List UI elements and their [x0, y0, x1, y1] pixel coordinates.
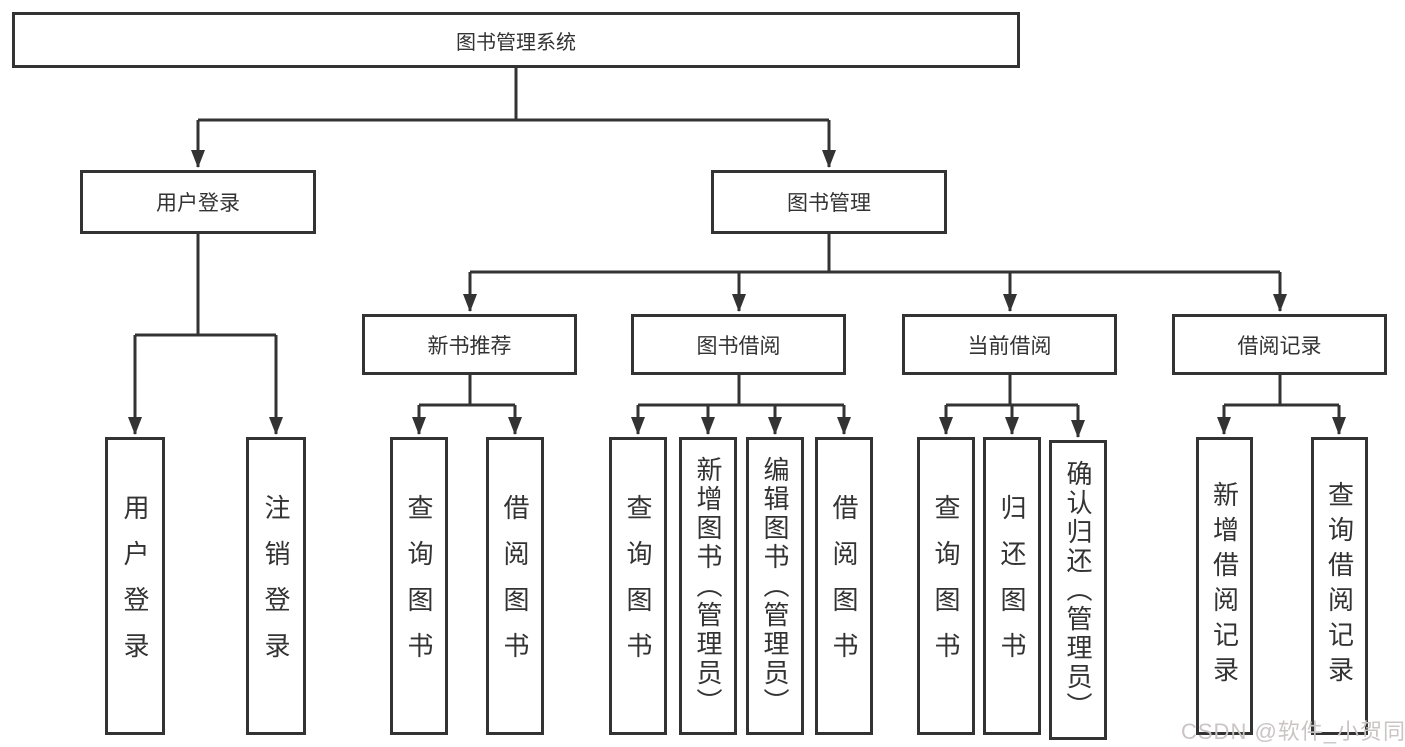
connector-new-book-rec-stem — [419, 375, 515, 407]
connector-borrow-record-stem — [1224, 375, 1339, 407]
connector-book-mgmt-stem — [470, 234, 1280, 274]
leaf-user-login-label: 用户登录 — [120, 494, 150, 678]
node-user-login: 用户登录 — [80, 170, 316, 234]
leaf-br-query-record-label: 查询借阅记录 — [1324, 481, 1355, 691]
leaf-cb-confirm-return-admin-label: 确认归还（管理员） — [1063, 459, 1093, 721]
connector-root-stem — [198, 68, 829, 122]
leaf-bb-edit-books-admin-label: 编辑图书（管理员） — [760, 455, 790, 717]
leaf-bb-query-books: 查询图书 — [609, 437, 667, 735]
node-root-label: 图书管理系统 — [456, 31, 576, 54]
leaf-br-add-record-label: 新增借阅记录 — [1209, 481, 1240, 691]
node-book-borrow: 图书借阅 — [631, 314, 846, 375]
leaf-logout: 注销登录 — [246, 437, 306, 735]
node-borrow-record: 借阅记录 — [1172, 314, 1387, 375]
node-user-login-label: 用户登录 — [156, 192, 240, 215]
node-root: 图书管理系统 — [12, 12, 1020, 68]
leaf-bb-query-books-label: 查询图书 — [623, 494, 653, 678]
leaf-rec-borrow-books: 借阅图书 — [486, 437, 544, 735]
leaf-cb-return-books: 归还图书 — [983, 437, 1041, 735]
csdn-watermark: CSDN @软件_小贺同学 — [1181, 719, 1405, 744]
leaf-rec-query-books: 查询图书 — [390, 437, 448, 735]
node-book-borrow-label: 图书借阅 — [696, 334, 781, 358]
leaf-cb-query-books: 查询图书 — [917, 437, 975, 735]
node-new-book-rec: 新书推荐 — [362, 314, 577, 375]
leaf-bb-borrow-books-label: 借阅图书 — [829, 494, 859, 678]
connector-user-login-stem — [135, 234, 276, 337]
leaf-br-add-record: 新增借阅记录 — [1196, 437, 1253, 735]
node-current-borrow: 当前借阅 — [902, 314, 1117, 375]
leaf-user-login: 用户登录 — [105, 437, 165, 735]
leaf-rec-query-books-label: 查询图书 — [404, 494, 434, 678]
leaf-logout-label: 注销登录 — [261, 494, 291, 678]
node-borrow-record-label: 借阅记录 — [1237, 334, 1322, 358]
leaf-cb-confirm-return-admin: 确认归还（管理员） — [1049, 440, 1107, 740]
leaf-cb-query-books-label: 查询图书 — [931, 494, 961, 678]
node-current-borrow-label: 当前借阅 — [967, 334, 1052, 358]
leaf-rec-borrow-books-label: 借阅图书 — [500, 494, 530, 678]
leaf-bb-add-books-admin-label: 新增图书（管理员） — [693, 455, 723, 717]
leaf-bb-add-books-admin: 新增图书（管理员） — [679, 437, 737, 735]
node-new-book-rec-label: 新书推荐 — [427, 334, 512, 358]
node-book-mgmt-label: 图书管理 — [787, 192, 871, 215]
node-book-mgmt: 图书管理 — [711, 170, 947, 234]
connector-current-borrow-stem — [946, 375, 1078, 407]
leaf-bb-edit-books-admin: 编辑图书（管理员） — [746, 437, 804, 735]
leaf-cb-return-books-label: 归还图书 — [997, 494, 1027, 678]
leaf-bb-borrow-books: 借阅图书 — [815, 437, 873, 735]
connector-book-borrow-stem — [638, 375, 844, 407]
leaf-br-query-record: 查询借阅记录 — [1311, 437, 1368, 735]
